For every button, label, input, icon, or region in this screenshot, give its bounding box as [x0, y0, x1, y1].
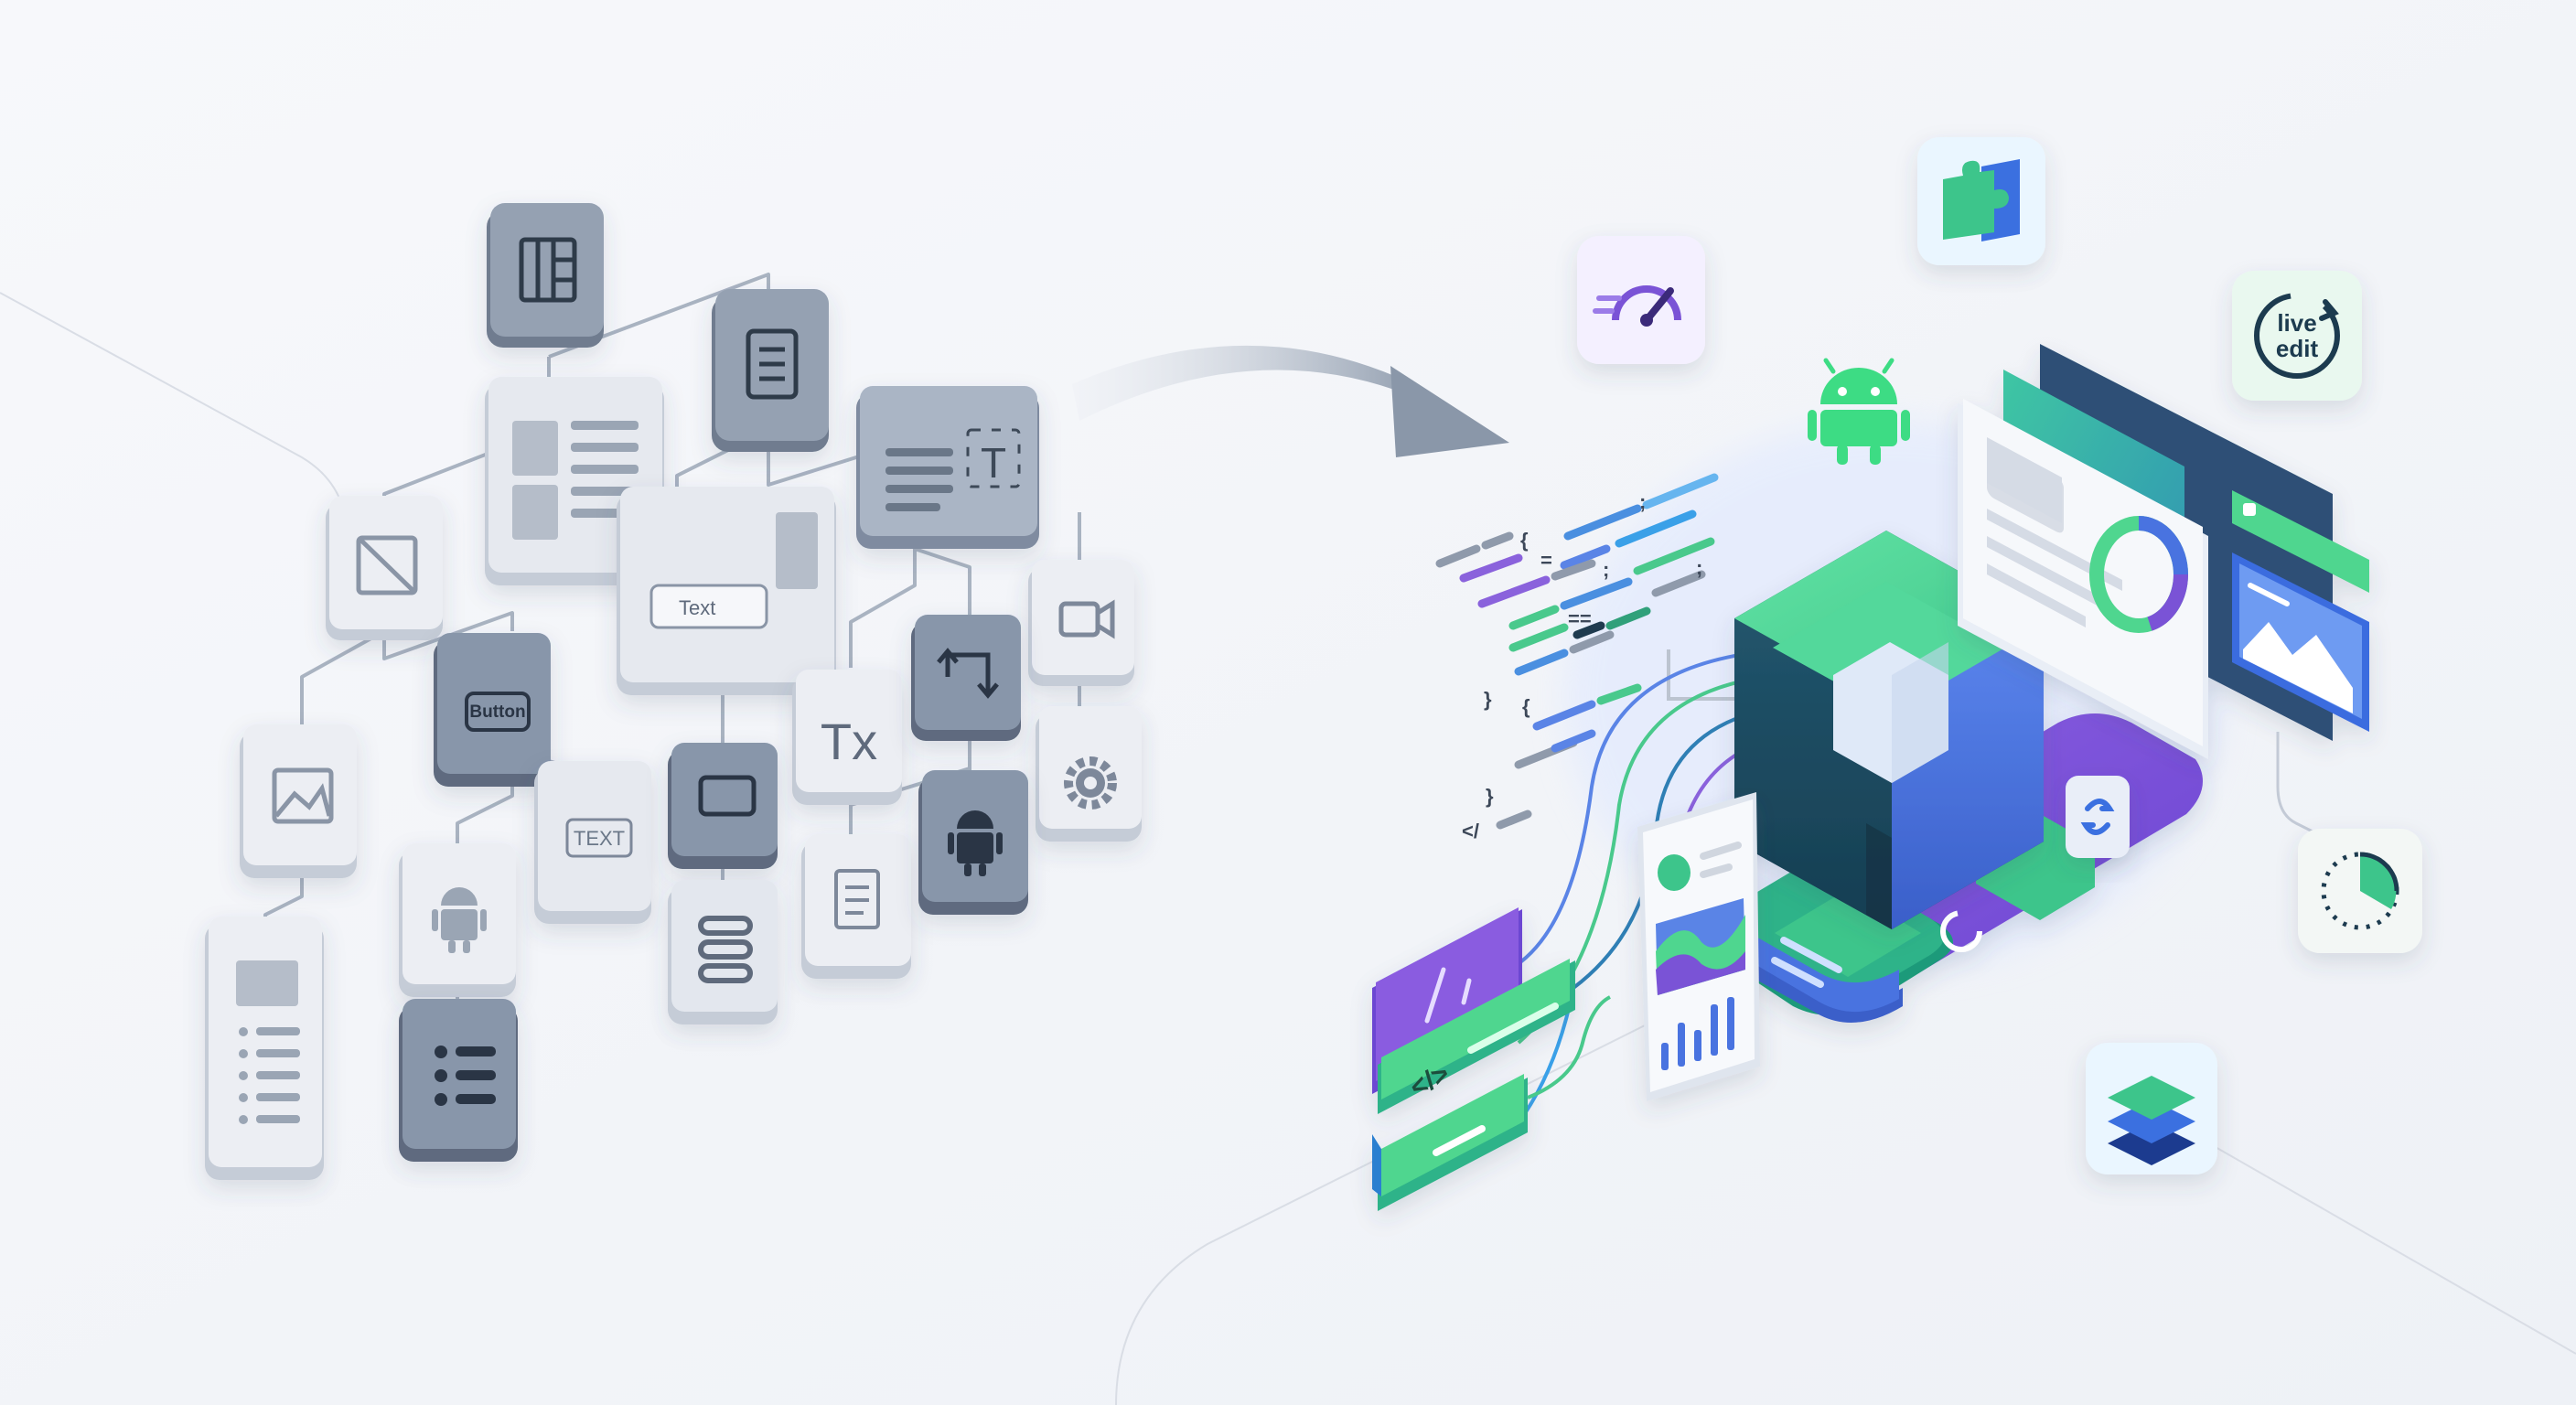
text-field-node: Text [617, 487, 836, 695]
text-view-label: TEXT [574, 827, 625, 850]
text-format-label: Tx [821, 713, 877, 770]
android-dark-icon [948, 810, 1003, 876]
android-floating-icon [1808, 358, 1910, 465]
donut-chart-icon [2089, 516, 2188, 633]
stack-connector [1527, 995, 1612, 1099]
rotate-node [911, 615, 1021, 741]
text-field-label: Text [679, 596, 715, 619]
layers-icon [2108, 1076, 2195, 1165]
speedometer-icon [1593, 285, 1681, 327]
page-icon [834, 869, 880, 929]
background-line-right [2176, 1124, 2576, 1355]
text-resize-label: T [981, 439, 1006, 487]
list-page-node [205, 917, 324, 1180]
code-glyph-5: ; [1603, 558, 1609, 581]
android-activity-node [399, 843, 516, 997]
image-view-node [326, 496, 443, 640]
gear-icon [1064, 756, 1117, 810]
background-line-bottom [1115, 987, 1721, 1405]
text-resize-node: T [856, 386, 1039, 549]
code-glyph-7: } [1484, 688, 1492, 711]
document-view-node [801, 834, 911, 979]
list-icon [435, 1046, 496, 1106]
live-edit-tile[interactable]: live edit [2232, 271, 2362, 401]
gallery-node [240, 724, 357, 878]
video-view-node [1028, 560, 1134, 686]
pie-timer-icon [2321, 852, 2399, 930]
layout-grid-icon [519, 237, 577, 303]
thumbs-up-icon [2243, 503, 2256, 516]
code-block: { = ; == ; ; } { } </ [1435, 473, 1719, 842]
dashboard-panels [1958, 344, 2369, 759]
button-view-node: Button [434, 633, 551, 787]
android-service-node [918, 770, 1028, 915]
dashboard-connector [2276, 732, 2315, 834]
code-glyph-3: ; [1639, 490, 1646, 513]
live-edit-icon: live edit [2254, 293, 2340, 379]
code-glyph-9: } [1486, 785, 1494, 808]
image-icon [272, 767, 334, 824]
sync-badge [2066, 776, 2130, 858]
code-glyph-1: { [1520, 529, 1529, 552]
live-edit-line1: live [2277, 309, 2316, 337]
code-glyph-8: { [1522, 695, 1530, 718]
phone-preview-card [1637, 792, 1760, 1101]
image-placeholder-icon [356, 535, 418, 595]
migration-arrow [1072, 345, 1509, 457]
stack-icon [698, 916, 753, 983]
speedometer-tile[interactable] [1577, 236, 1705, 364]
code-glyph-4: == [1568, 607, 1592, 630]
stack-view-node [668, 880, 778, 1024]
pie-timer-tile[interactable] [2298, 829, 2422, 953]
live-edit-line2: edit [2276, 335, 2319, 362]
video-camera-icon [1058, 599, 1115, 639]
settings-node [1036, 706, 1142, 842]
code-glyph-6: ; [1696, 556, 1702, 579]
compose-logo-cube [1734, 531, 2044, 929]
rotate-arrow-icon [937, 648, 999, 699]
text-resize-icon: T [966, 428, 1021, 488]
button-label: Button [469, 702, 525, 722]
layers-tile[interactable] [2086, 1043, 2217, 1174]
document-node [712, 289, 829, 452]
android-icon [432, 887, 487, 953]
root-layout-node [487, 203, 604, 348]
text-format-node: Tx [792, 670, 902, 805]
legacy-view-tree: T Text Button [205, 203, 1142, 1180]
code-glyph-10: </ [1462, 820, 1479, 842]
refresh-icon [1940, 910, 1982, 952]
code-glyph-2: = [1540, 549, 1552, 572]
container-node [668, 743, 778, 869]
component-stack: </> [1372, 907, 1575, 1211]
list-view-node [399, 999, 518, 1162]
document-icon [746, 328, 799, 400]
text-view-node: TEXT [534, 761, 651, 924]
puzzle-icon [1943, 159, 2020, 241]
puzzle-tile[interactable] [1917, 137, 2045, 265]
